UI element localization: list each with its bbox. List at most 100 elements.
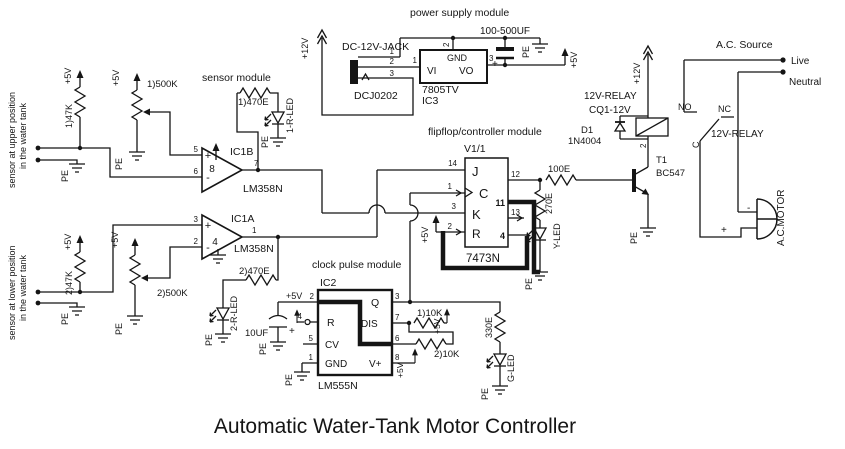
psu-jack-name: DC-12V-JACK <box>342 41 409 53</box>
ff-ref: V1/1 <box>464 143 486 155</box>
clk-pin-dis: 7 <box>395 313 400 322</box>
clk-gnd: GND <box>325 359 347 370</box>
ff-pin-4: 4 <box>500 231 505 241</box>
upper-pot-pe: PE <box>114 158 124 170</box>
clk-cap-plus: + <box>289 326 295 337</box>
ff-part: 7473N <box>466 253 500 265</box>
diode-part: 1N4004 <box>568 136 601 147</box>
schematic-title: Automatic Water-Tank Motor Controller <box>214 415 576 438</box>
ff-r-5v: +5V <box>420 227 430 243</box>
ic1a-name: IC1A <box>231 213 254 225</box>
ic1a-pin-gnd: 4 <box>212 237 218 248</box>
ff-pin-k: 3 <box>452 202 457 211</box>
clock-wires <box>268 288 509 395</box>
upper-pullup-value: 1)47K <box>64 104 74 128</box>
ac-source-title: A.C. Source <box>716 39 773 51</box>
upper-sensor-wires <box>35 69 202 178</box>
power-supply-wires <box>316 29 570 116</box>
ac-no: NO <box>678 102 692 112</box>
upper-rled-value: 1)470E <box>238 97 269 108</box>
upper-pullup-5v: +5V <box>63 68 73 84</box>
psu-pe: PE <box>521 46 531 58</box>
clk-r2-value: 2)10K <box>434 349 460 360</box>
ic1a-plus: + <box>205 220 211 232</box>
transistor-ref: T1 <box>656 155 667 166</box>
schematic-artwork <box>35 29 786 395</box>
relay-driver-wires <box>613 45 669 237</box>
upper-probe-pe: PE <box>60 170 70 182</box>
clk-ref: IC2 <box>320 277 337 289</box>
transistor-pe: PE <box>629 232 639 244</box>
clk-pin-thr: 6 <box>395 334 400 343</box>
upper-led-pe: PE <box>260 136 270 148</box>
psu-reg-part: 7805TV <box>422 84 459 96</box>
flipflop-wires <box>322 157 632 302</box>
schematic-labels: sensor at upper position in the water ta… <box>7 7 821 438</box>
clk-pin-vcc: 8 <box>395 353 400 362</box>
upper-led-name: 1-R-LED <box>285 97 295 133</box>
ac-neutral: Neutral <box>789 77 821 88</box>
ff-pin-13: 13 <box>511 208 520 217</box>
upper-caption-line1: sensor at upper position <box>7 92 17 188</box>
ic1b-minus: - <box>206 172 210 184</box>
ic1b-part: LM358N <box>243 183 283 195</box>
diode-ref: D1 <box>581 125 593 136</box>
ff-pin-q: 12 <box>511 170 520 179</box>
clk-q: Q <box>371 297 379 309</box>
relay-12v: +12V <box>632 63 642 84</box>
flipflop-module-title: flipflop/controller module <box>428 126 542 138</box>
psu-reg-vo: VO <box>459 66 474 77</box>
ic1a-pin-out: 1 <box>252 226 257 235</box>
ff-led-name: Y-LED <box>552 223 562 249</box>
psu-reg-pin1: 1 <box>413 56 418 65</box>
clock-module-title: clock pulse module <box>312 259 401 271</box>
clk-cap-value: 10UF <box>245 328 268 339</box>
clk-pin-tr: 2 <box>310 292 315 301</box>
ic1b-pin-vcc: 8 <box>209 164 215 175</box>
ac-motor-minus: - <box>747 203 750 214</box>
lower-pot-value: 2)500K <box>157 288 188 299</box>
psu-jack-part: DCJ0202 <box>354 90 398 102</box>
lower-led-pe: PE <box>204 334 214 346</box>
lower-probe-pe: PE <box>60 313 70 325</box>
ic1b-plus: + <box>205 150 211 162</box>
clk-pin-gnd: 1 <box>309 353 314 362</box>
ic1a-pin-plus: 3 <box>194 215 199 224</box>
clk-vplus: V+ <box>369 359 382 370</box>
clk-led-pe: PE <box>480 388 490 400</box>
clk-gnd-pe: PE <box>284 374 294 386</box>
ff-pin-c: 1 <box>448 182 453 191</box>
ff-rled-value: 270E <box>544 193 554 214</box>
transistor-part: BC547 <box>656 168 685 179</box>
clk-vcc-5v: +5V <box>395 362 405 378</box>
psu-reg-ref: IC3 <box>422 95 439 107</box>
power-module-title: power supply module <box>410 7 509 19</box>
ac-nc: NC <box>718 104 731 114</box>
ac-motor-name: A.C.MOTOR <box>776 190 787 246</box>
clk-part: LM555N <box>318 380 358 392</box>
lower-pot-pe: PE <box>114 323 124 335</box>
ic1b-name: IC1B <box>230 146 253 158</box>
relay-pin2: 2 <box>639 143 648 148</box>
psu-cap-value: 100-500UF <box>480 26 530 37</box>
psu-jack-pin1: 1 <box>390 47 395 56</box>
ff-led-pe: PE <box>524 278 534 290</box>
relay-name: 12V-RELAY <box>584 91 637 102</box>
ic1a-wires <box>201 213 377 343</box>
psu-jack-pin2: 2 <box>390 57 395 66</box>
clk-pin-r: 4 <box>298 312 303 321</box>
clk-rled-value: 330E <box>484 317 494 338</box>
ff-rbase-value: 100E <box>548 164 570 175</box>
ic1b-pin-plus: 5 <box>194 145 199 154</box>
ff-c: C <box>479 186 488 201</box>
clk-r1-5v: +5V <box>432 318 442 334</box>
ac-relay-name: 12V-RELAY <box>711 129 764 140</box>
upper-pot-5v: +5V <box>111 70 121 86</box>
lower-pullup-value: 2)47K <box>64 271 74 295</box>
relay-part: CQ1-12V <box>589 105 631 116</box>
clk-led-name: G-LED <box>506 354 516 382</box>
ac-motor-wires <box>683 57 786 240</box>
ic1a-pin-minus: 2 <box>194 237 199 246</box>
